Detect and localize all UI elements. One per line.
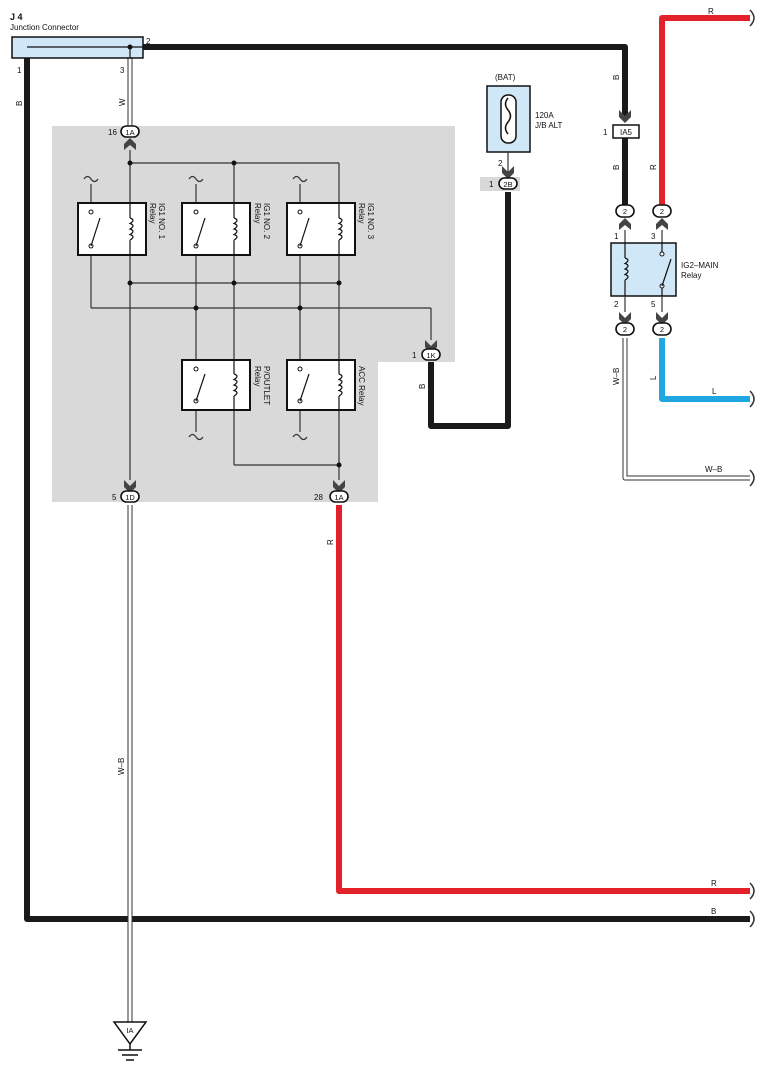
relay-ig2-main	[610, 230, 677, 312]
relay-poutlet	[181, 359, 251, 411]
wire-black-left	[24, 58, 750, 922]
wire-end-curl	[749, 9, 755, 27]
connector-2-top-right	[652, 204, 672, 230]
wire-wb-ig2-inner	[623, 338, 750, 480]
pin-1: 1	[412, 351, 417, 360]
wire-label-b: B	[612, 165, 621, 170]
connector-2-top-left	[615, 204, 635, 230]
relay-label-poutlet: P/OUTLET	[262, 366, 271, 405]
relay-label-relay: Relay	[253, 366, 262, 386]
wire-label-wb: W–B	[117, 758, 126, 775]
fuse-element-icon	[504, 97, 512, 135]
pin-2: 2	[498, 159, 503, 168]
pin-1: 1	[489, 180, 494, 189]
wire-label-r: R	[326, 539, 335, 545]
junction-code: J 4	[10, 12, 23, 22]
wire-label-l: L	[649, 375, 658, 380]
junction-nodes	[127, 160, 342, 468]
connector-label-2: 2	[623, 325, 627, 334]
wire-label-r: R	[708, 7, 714, 16]
pin-2: 2	[614, 300, 619, 309]
fuse-source: (BAT)	[495, 73, 516, 82]
pin-3: 3	[651, 232, 656, 241]
wire-label-r: R	[711, 879, 717, 888]
connector-1k	[421, 340, 441, 361]
wire-blue-l	[659, 338, 750, 402]
junction-name: Junction Connector	[10, 23, 79, 32]
pin-16: 16	[108, 128, 117, 137]
wire-end-curl	[749, 469, 755, 487]
connector-label-1a: 1A	[334, 493, 343, 502]
connector-2-bottom-left	[615, 312, 635, 336]
pin-5: 5	[112, 493, 117, 502]
relay-label-ig2-main: IG2–MAIN	[681, 261, 719, 270]
pin-1: 1	[603, 128, 608, 137]
relay-ig1-no2	[181, 202, 251, 256]
connector-1d	[120, 480, 140, 503]
wire-red-top	[659, 15, 750, 205]
pin-28: 28	[314, 493, 323, 502]
wire-wb-ig2	[622, 338, 750, 481]
connector-label-2: 2	[660, 207, 664, 216]
pin-5: 5	[651, 300, 656, 309]
wire-tilde-marks	[83, 175, 308, 441]
wire-label-wb: W–B	[705, 465, 722, 474]
connector-label-1d: 1D	[125, 493, 135, 502]
relay-label-ig1-no2: IG1 NO. 2	[262, 203, 271, 240]
wire-label-b: B	[418, 384, 427, 389]
fuse-name: J/B ALT	[535, 121, 563, 130]
connector-label-2: 2	[660, 325, 664, 334]
junction-block-panel	[52, 126, 455, 502]
relay-label-relay: Relay	[681, 271, 701, 280]
wire-black-top	[143, 44, 628, 120]
connector-label-ia5: IA5	[620, 128, 633, 137]
relay-label-ig1-no3: IG1 NO. 3	[366, 203, 375, 240]
pin-1: 1	[614, 232, 619, 241]
ground-label-ia: IA	[126, 1026, 133, 1035]
connector-label-2b: 2B	[503, 180, 512, 189]
junction-pin-3: 3	[120, 66, 125, 75]
wire-red-bottom	[336, 505, 750, 894]
relay-acc	[286, 359, 356, 411]
ground-symbol	[112, 1021, 148, 1061]
connector-label-1a: 1A	[125, 128, 134, 137]
relay-ig1-no1	[77, 202, 147, 256]
wire-label-w: W	[118, 98, 127, 106]
wire-end-curl	[749, 390, 755, 408]
connector-2b	[498, 166, 518, 190]
wire-end-curl	[749, 910, 755, 928]
connector-label-2: 2	[623, 207, 627, 216]
connector-2-bottom-right	[652, 312, 672, 336]
junction-pin-2: 2	[146, 37, 151, 46]
fuse-rating: 120A	[535, 111, 554, 120]
fuse-element-window	[500, 94, 517, 144]
wire-label-wb: W–B	[612, 368, 621, 385]
connector-ia5	[612, 110, 640, 139]
junction-pin-1: 1	[17, 66, 22, 75]
relay-label-ig1-no1: IG1 NO. 1	[157, 203, 166, 240]
relay-ig1-no3	[286, 202, 356, 256]
relay-label-relay: Relay	[148, 203, 157, 223]
relay-label-relay: Relay	[253, 203, 262, 223]
wire-label-r: R	[649, 164, 658, 170]
wire-black-1k-2b	[428, 192, 511, 429]
wire-label-b: B	[15, 101, 24, 106]
wire-label-b: B	[711, 907, 716, 916]
relay-label-acc: ACC Relay	[357, 366, 366, 406]
wire-end-curl	[749, 882, 755, 900]
connector-1a-bottom	[329, 480, 349, 503]
wire-label-l: L	[712, 387, 717, 396]
connector-label-1k: 1K	[426, 351, 435, 360]
connector-1a-top	[120, 125, 140, 150]
relay-label-relay: Relay	[357, 203, 366, 223]
wire-label-b: B	[612, 75, 621, 80]
